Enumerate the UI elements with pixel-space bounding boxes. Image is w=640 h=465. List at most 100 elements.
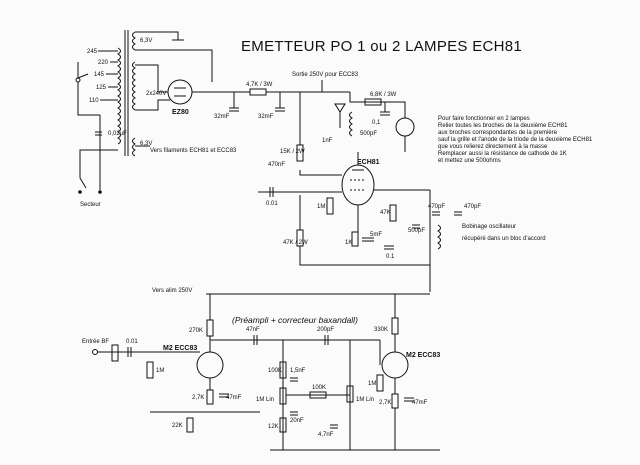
r-grid-2	[376, 374, 384, 392]
label-c-coupling: 47nF	[246, 327, 260, 333]
tap-245: 245	[87, 49, 98, 55]
selector-pivot	[75, 77, 81, 83]
res-plate	[364, 98, 382, 106]
mains-label: Secteur	[80, 202, 101, 208]
label-r-cath-1: 2,7K	[192, 395, 204, 401]
label-tune-cap: 1nF	[322, 138, 333, 144]
wire-heater-a	[135, 31, 179, 40]
label-cap-in: 0.01	[266, 201, 278, 207]
res-g1	[389, 204, 397, 222]
wire-hv-a	[135, 64, 168, 93]
wire-heater-b	[135, 49, 213, 82]
wire-osc-plate	[349, 92, 385, 103]
r-in	[146, 361, 154, 379]
wire-primary-bottom	[79, 149, 118, 178]
mains-terminal-b	[98, 190, 102, 194]
res-grid	[326, 197, 334, 215]
tap-125: 125	[96, 85, 107, 91]
mains-switch	[79, 177, 87, 189]
label-6v3-a: 6,3V	[140, 38, 152, 44]
tank-coil	[349, 111, 353, 137]
filament-note: Vers filaments ECH81 et ECC83	[150, 148, 237, 154]
hv-out-label: Sortie 250V pour ECC83	[292, 72, 359, 78]
input-label: Entrée BF	[82, 339, 109, 345]
oscillator-section: 6,8K / 3W 0,1 500pF 1nF ECH81 15K / 2W 4…	[258, 92, 546, 292]
ech81-tube	[341, 164, 375, 206]
label-res-bias: 47K / 2W	[283, 240, 308, 246]
diagram-title: EMETTEUR PO 1 ou 2 LAMPES ECH81	[241, 38, 522, 55]
label-cap-470a: 470pF	[428, 204, 445, 210]
label-r-load-1: 270K	[189, 328, 203, 334]
preamp-section: Vers alim 250V (Préampli + correcteur ba…	[82, 288, 440, 451]
r-load-1	[206, 319, 214, 337]
label-c2: 32mF	[258, 114, 274, 120]
anode-meter	[395, 117, 415, 137]
ech81-label: ECH81	[357, 159, 380, 166]
antenna	[334, 103, 346, 128]
rectifier-tube	[167, 79, 193, 105]
rectifier-label: EZ80	[172, 109, 189, 116]
r-100k-a	[279, 361, 287, 379]
label-r-cath-1b: 22K	[172, 423, 183, 429]
secondary-6v3-b	[132, 137, 136, 157]
power-supply-section: 6,3V 6,3V 2x240V 245 220 145 125 110 0,0…	[75, 30, 359, 208]
label-r-in: 1M	[156, 368, 164, 374]
tube-2-label: M2 ECC83	[406, 352, 440, 359]
r-100k-b	[309, 391, 327, 399]
tube-1-label: M2 ECC83	[163, 345, 197, 352]
label-r-load-2: 330K	[374, 327, 388, 333]
transformer-primary	[117, 47, 121, 145]
res-screen	[296, 144, 304, 162]
filter-resistor	[249, 88, 267, 96]
label-c-1-5nF: 1,5nF	[290, 368, 306, 374]
r-12k	[279, 417, 287, 433]
voltage-selector	[77, 62, 89, 79]
coil-label-line2: récupéré dans un bloc d'accord	[462, 236, 546, 242]
label-res-screen: 15K / 2W	[280, 149, 305, 155]
label-pot-bass: 1M Lin	[256, 397, 274, 403]
label-filter-res: 4,7K / 3W	[246, 82, 273, 88]
label-cap-500: 500pF	[408, 228, 425, 234]
wire-meter	[385, 101, 406, 118]
coil-label-line1: Bobinage oscillateur	[462, 224, 516, 230]
res-cathode	[351, 231, 359, 247]
label-cap-grid: 470nF	[268, 162, 285, 168]
label-c-4-7nF: 4,7nF	[318, 432, 334, 438]
label-hv: 2x240V	[146, 91, 166, 97]
ecc83-tube-1	[196, 351, 224, 379]
label-pot-treble: 1M Lin	[356, 397, 374, 403]
label-cap-decouple: 0.1	[386, 254, 395, 260]
label-c-in: 0.01	[126, 339, 138, 345]
label-mains-cap: 0,02µF	[108, 131, 127, 137]
preamp-supply-label: Vers alim 250V	[152, 288, 192, 294]
ecc83-tube-2	[381, 351, 409, 379]
label-r-100k-a: 100K	[268, 368, 282, 374]
label-6v3-b: 6,3V	[140, 141, 152, 147]
label-c-cath-1: 47mF	[226, 395, 242, 401]
secondary-hv	[132, 61, 136, 111]
oscillator-note: Pour faire fonctionner en 2 lampes Relie…	[438, 116, 594, 164]
label-cap-cathode: 5mF	[370, 232, 382, 238]
label-coil-cap: 500pF	[360, 131, 377, 137]
wire-hv-b	[135, 99, 170, 111]
r-cath-1	[206, 389, 214, 405]
osc-coil	[437, 224, 441, 250]
tap-145: 145	[94, 72, 105, 78]
label-r-12k: 12K	[268, 424, 279, 430]
label-c-20nF: 20nF	[290, 418, 304, 424]
r-load-2	[391, 317, 399, 335]
label-c-out: 200pF	[317, 327, 334, 333]
wire-grid	[299, 170, 342, 176]
label-r-100k-b: 100K	[312, 385, 326, 391]
tap-110: 110	[89, 98, 99, 104]
label-res-grid: 1M	[317, 204, 325, 210]
mains-terminal-a	[78, 190, 82, 194]
tap-220: 220	[98, 60, 109, 66]
pot-input	[111, 344, 119, 362]
r-cath-2	[391, 393, 399, 409]
label-res-g1: 47K	[380, 210, 391, 216]
pot-bass	[279, 387, 287, 405]
label-res-cathode: 1K	[345, 240, 352, 246]
